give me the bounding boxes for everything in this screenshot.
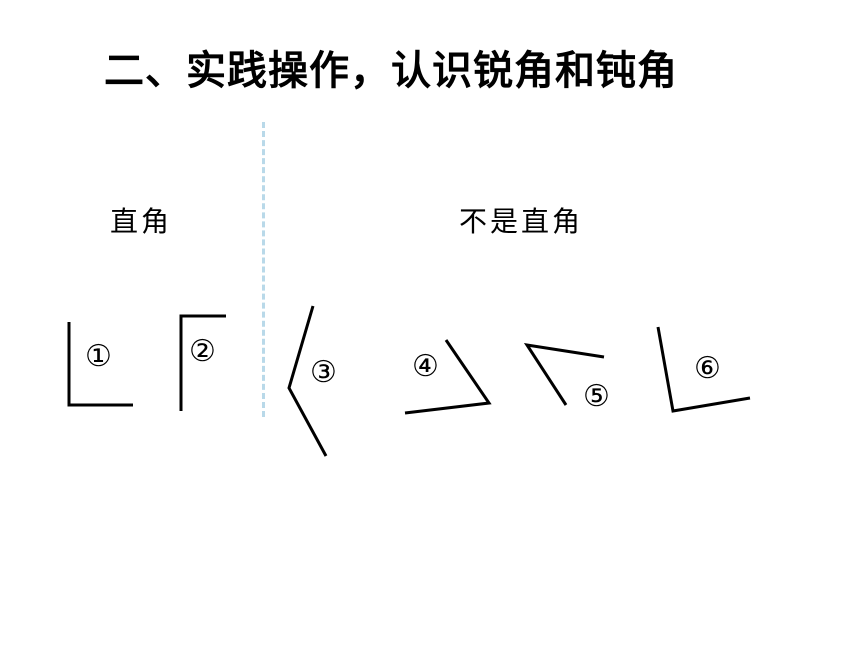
angle-3: ③ bbox=[287, 305, 337, 457]
group-divider bbox=[262, 122, 265, 417]
angle-5-shape bbox=[523, 343, 605, 406]
right-angle-group-label: 直角 bbox=[110, 205, 173, 238]
angle-4-number: ④ bbox=[412, 349, 439, 384]
angle-4-shape bbox=[404, 339, 492, 415]
angle-1-number: ① bbox=[85, 339, 112, 374]
angle-6-shape bbox=[656, 326, 751, 413]
angle-2-number: ② bbox=[189, 334, 216, 369]
angle-2-shape bbox=[179, 314, 226, 411]
angle-3-shape bbox=[287, 305, 328, 457]
angle-1-shape bbox=[67, 322, 133, 407]
angle-5: ⑤ bbox=[523, 343, 610, 414]
angle-6: ⑥ bbox=[656, 326, 751, 413]
angle-5-number: ⑤ bbox=[583, 379, 610, 414]
angle-3-number: ③ bbox=[310, 355, 337, 390]
angle-4: ④ bbox=[404, 339, 492, 415]
angle-1: ① bbox=[67, 322, 133, 407]
page-title: 二、实践操作，认识锐角和钝角 bbox=[104, 48, 678, 94]
not-right-angle-group-label: 不是直角 bbox=[459, 205, 584, 238]
angle-2: ② bbox=[179, 314, 226, 411]
angle-6-number: ⑥ bbox=[694, 351, 721, 386]
